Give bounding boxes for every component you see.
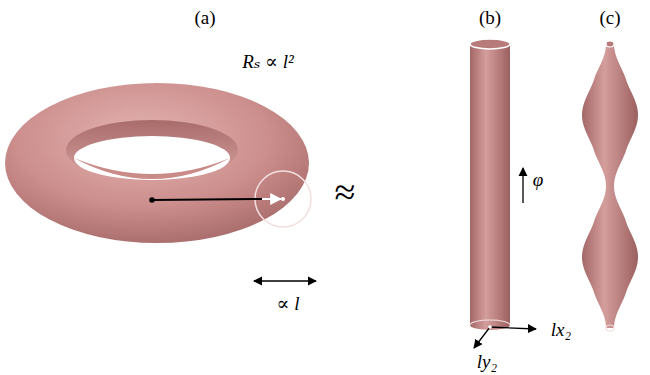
y-axis-arrow — [474, 327, 490, 348]
radius-line — [152, 199, 262, 200]
radius-label: Rₛ ∝ l² — [242, 52, 293, 73]
phi-arrow — [522, 168, 523, 203]
axis-label: lx₂ — [551, 320, 571, 341]
cylinder-bottom-rim — [470, 320, 510, 325]
undulating-tube-top — [606, 41, 614, 47]
cylinder — [470, 44, 510, 330]
tube-centre-dot — [281, 197, 285, 201]
panel-label: (a) — [194, 8, 215, 29]
torus-inner-wall — [66, 120, 238, 180]
radius-arrow — [262, 198, 281, 200]
tube-cross-section — [255, 171, 311, 227]
width-arrow — [254, 280, 316, 281]
approx-symbol: ≈ — [335, 172, 356, 214]
width-label: ∝ l — [277, 294, 300, 315]
torus-hole — [74, 136, 230, 180]
torus-inner-rim — [74, 158, 230, 179]
panel-label: (c) — [599, 8, 620, 29]
cylinder-top — [470, 39, 510, 49]
torus-centre-dot — [149, 197, 155, 203]
axis-label: ly₂ — [477, 352, 497, 373]
undulating-tube-bottom — [606, 325, 614, 331]
undulating-tube — [582, 44, 638, 328]
axis-origin — [488, 325, 492, 329]
angle-label: φ — [533, 170, 544, 191]
panel-label: (b) — [479, 8, 501, 29]
x-axis-arrow — [490, 327, 536, 329]
